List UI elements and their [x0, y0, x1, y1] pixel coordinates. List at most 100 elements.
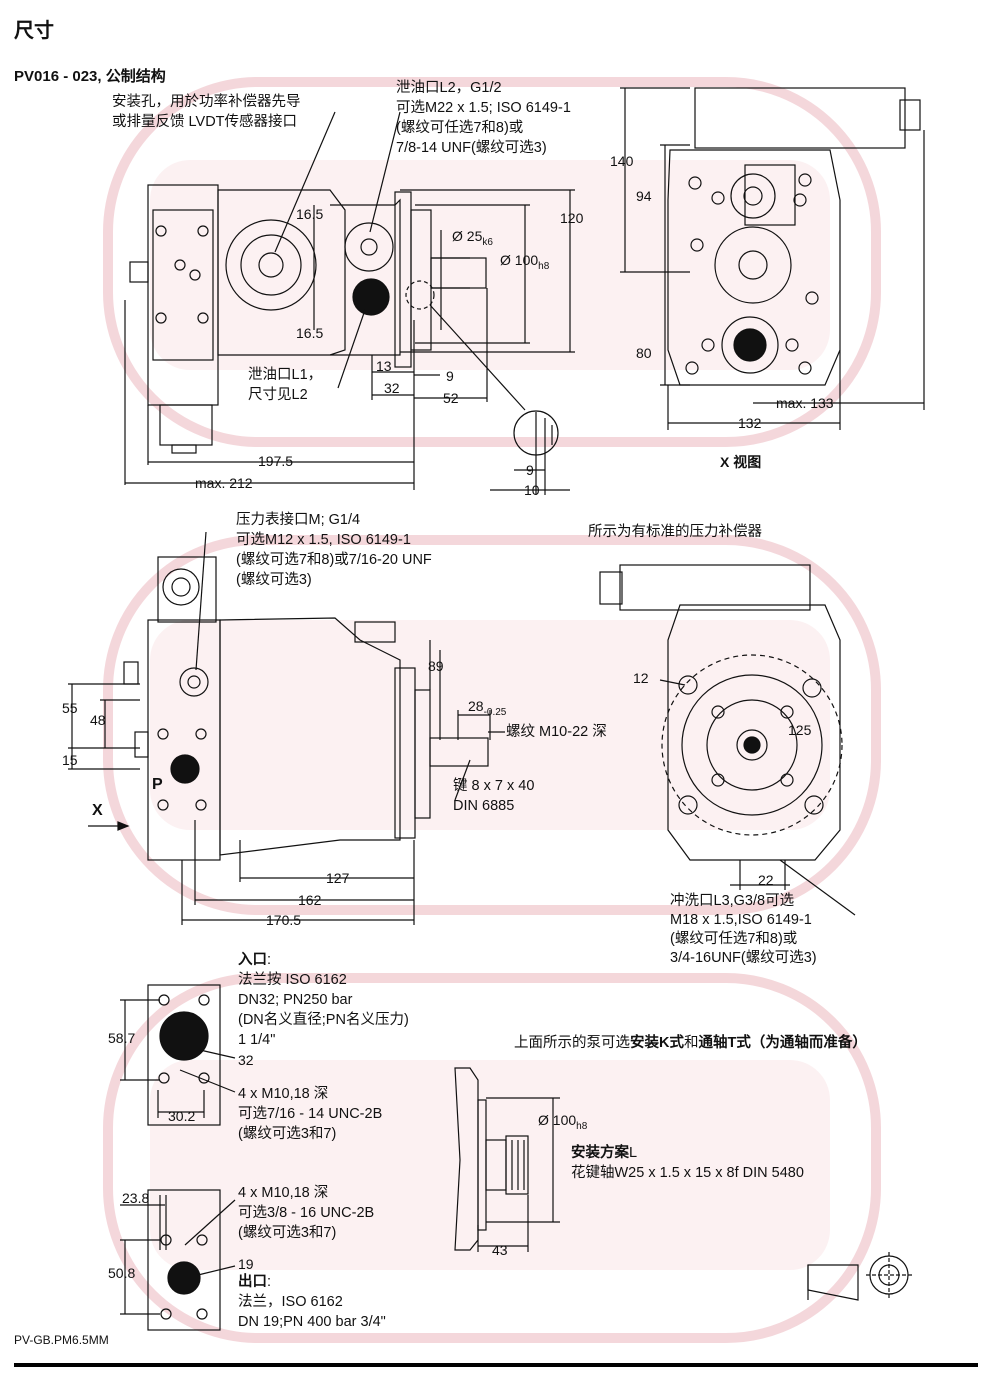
pump-side-view-1 [124, 111, 575, 495]
note-line: 可选3/8 - 16 UNC-2B [238, 1205, 375, 1221]
note-line: 泄油口L1， [248, 367, 323, 383]
dim-12: 12 [633, 670, 649, 686]
note-line: 7/8-14 UNF(螺纹可选3) [396, 140, 547, 156]
dim-89: 89 [428, 658, 444, 674]
outlet-title: 出口: [238, 1274, 272, 1290]
dim-50-8: 50.8 [108, 1265, 136, 1281]
dim-19: 19 [238, 1256, 254, 1272]
dim-32-bore: 32 [238, 1052, 254, 1068]
outlet-flange [120, 1189, 236, 1331]
dim-30-2: 30.2 [168, 1108, 196, 1124]
note-line: 可选M22 x 1.5; ISO 6149-1 [396, 100, 571, 116]
dim-23-8: 23.8 [122, 1190, 150, 1206]
note-line: 4 x M10,18 深 [238, 1185, 329, 1201]
note-line: (DN名义直径;PN名义压力) [238, 1012, 409, 1028]
watermark-logo [103, 77, 881, 1343]
shaft-option-drawing [454, 1067, 560, 1252]
note-line: (螺纹可选3) [236, 572, 312, 588]
shaft-option-heading: 上面所示的泵可选安装K式和通轴T式（为通轴而准备） [514, 1035, 867, 1051]
gauge-port-m-note: 压力表接口M; G1/4 可选M12 x 1.5, ISO 6149-1 (螺纹… [236, 510, 432, 590]
note-line: 或排量反馈 LVDT传感器接口 [112, 114, 298, 130]
outlet-bolt-note: 4 x M10,18 深 可选3/8 - 16 UNC-2B (螺纹可选3和7) [238, 1183, 374, 1243]
flush-l3-note: 冲洗口L3,G3/8可选 M18 x 1.5,ISO 6149-1 (螺纹可任选… [670, 892, 817, 968]
note-line: DIN 6885 [453, 798, 515, 814]
dim-max-133: max. 133 [776, 395, 834, 411]
dim-55: 55 [62, 700, 78, 716]
dim-48: 48 [90, 712, 106, 728]
page-title: 尺寸 [14, 20, 54, 42]
dim-15: 15 [62, 752, 78, 768]
dim-key-9: 9 [526, 462, 534, 478]
mount-hole-note: 安装孔，用於功率补偿器先导 或排量反馈 LVDT传感器接口 [112, 92, 301, 132]
note-line: (螺纹可任选7和8)或 [670, 931, 798, 947]
note-line: (螺纹可选3和7) [238, 1126, 337, 1142]
inlet-flange [120, 984, 236, 1126]
note-line: 3/4-16UNF(螺纹可选3) [670, 950, 817, 966]
dim-58-7: 58.7 [108, 1030, 136, 1046]
dim-170-5: 170.5 [266, 912, 302, 928]
dim-52: 52 [443, 390, 459, 406]
dim-80: 80 [636, 345, 652, 361]
outlet-note: 出口: 法兰，ISO 6162 DN 19;PN 400 bar 3/4" [238, 1272, 386, 1332]
inlet-title: 入口: [238, 952, 272, 968]
note-line: DN 19;PN 400 bar 3/4" [238, 1314, 386, 1330]
inlet-bolt-note: 4 x M10,18 深 可选7/16 - 14 UNC-2B (螺纹可选3和7… [238, 1084, 382, 1144]
drain-l2-note: 泄油口L2，G1/2 可选M22 x 1.5; ISO 6149-1 (螺纹可任… [396, 78, 571, 158]
note-line: 4 x M10,18 深 [238, 1086, 329, 1102]
note-line: 泄油口L2，G1/2 [396, 80, 502, 96]
dim-197-5: 197.5 [258, 453, 294, 469]
note-line: 可选7/16 - 14 UNC-2B [238, 1106, 383, 1122]
note-line: (螺纹可选3和7) [238, 1225, 337, 1241]
compensator-caption: 所示为有标准的压力补偿器 [588, 524, 762, 540]
dim-22: 22 [758, 872, 774, 888]
thread-note: 螺纹 M10-22 深 [506, 724, 607, 740]
note-line: 法兰按 ISO 6162 [238, 972, 347, 988]
note-line: (螺纹可选7和8)或7/16-20 UNF [236, 552, 432, 568]
key-note: 键 8 x 7 x 40 DIN 6885 [453, 776, 534, 816]
note-line: 法兰，ISO 6162 [238, 1294, 343, 1310]
projection-symbol [807, 1252, 912, 1301]
footer-code: PV-GB.PM6.5MM [14, 1333, 109, 1347]
dim-125: 125 [788, 722, 812, 738]
dim-162: 162 [298, 892, 322, 908]
port-p-label: P [152, 776, 163, 793]
note-line: (螺纹可任选7和8)或 [396, 120, 524, 136]
dim-28: 28-0.25 [468, 698, 507, 718]
x-view-caption: X 视图 [720, 454, 762, 470]
page-subtitle: PV016 - 023, 公制结构 [14, 68, 166, 85]
mounting-plan-note: 安装方案L 花键轴W25 x 1.5 x 15 x 8f DIN 5480 [571, 1143, 804, 1183]
inlet-note: 入口: 法兰按 ISO 6162 DN32; PN250 bar (DN名义直径… [238, 950, 409, 1050]
note-line: 冲洗口L3,G3/8可选 [670, 893, 795, 909]
note-line: 1 1/4" [238, 1032, 276, 1048]
note-line: DN32; PN250 bar [238, 992, 353, 1008]
dim-140: 140 [610, 153, 634, 169]
dim-16-5-bottom: 16.5 [296, 325, 324, 341]
note-line: 可选M12 x 1.5, ISO 6149-1 [236, 532, 411, 548]
dim-127: 127 [326, 870, 350, 886]
dim-132: 132 [738, 415, 762, 431]
note-line: 键 8 x 7 x 40 [453, 778, 535, 794]
dim-9: 9 [446, 368, 454, 384]
dim-dia-25: Ø 25k6 [452, 228, 493, 248]
dim-dia-100-option: Ø 100h8 [538, 1112, 588, 1132]
note-line: 尺寸见L2 [248, 387, 308, 403]
footer-rule [14, 1363, 978, 1367]
dim-16-5-top: 16.5 [296, 206, 324, 222]
dim-dia-100: Ø 100h8 [500, 252, 550, 272]
pump-x-view [620, 87, 925, 430]
note-line: M18 x 1.5,ISO 6149-1 [670, 912, 812, 928]
mounting-plan-title: 安装方案L [571, 1145, 638, 1161]
drain-l1-note: 泄油口L1， 尺寸见L2 [248, 365, 322, 405]
dim-max-212: max. 212 [195, 475, 253, 491]
dim-120: 120 [560, 210, 584, 226]
note-line: 压力表接口M; G1/4 [236, 512, 361, 528]
note-line: 花键轴W25 x 1.5 x 15 x 8f DIN 5480 [571, 1165, 804, 1181]
dim-13: 13 [376, 358, 392, 374]
dim-32: 32 [384, 380, 400, 396]
dim-43: 43 [492, 1242, 508, 1258]
x-direction-label: X [92, 802, 103, 819]
dim-key-10: 10 [524, 482, 540, 498]
pump-front-view-3 [599, 564, 856, 916]
dim-94: 94 [636, 188, 652, 204]
